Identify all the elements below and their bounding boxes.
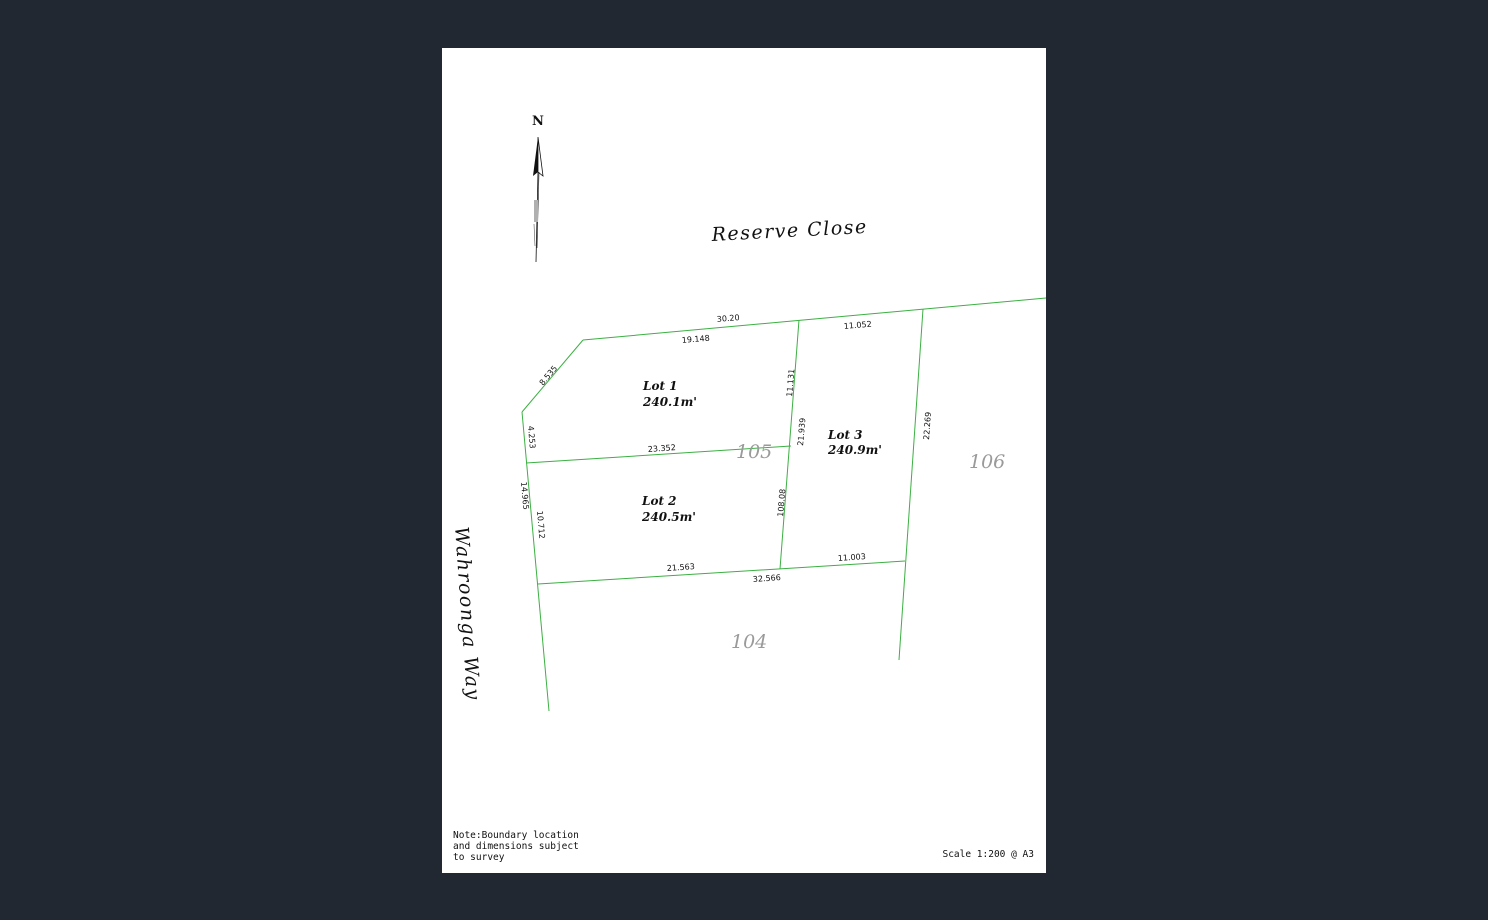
dim-top-total: 30.20 (716, 313, 740, 324)
dim-left-lot1: 4.253 (526, 425, 537, 449)
lot3-area: 240.9m' (827, 443, 882, 457)
boundary-lot1-lot3 (779, 319, 800, 570)
site-plan-sheet[interactable]: N Reserve Close Wahroonga Way (442, 48, 1046, 873)
dim-lot3-east: 22.269 (922, 412, 933, 441)
lot2-area: 240.5m' (641, 510, 696, 524)
dim-bottom-lot3: 11.003 (838, 552, 867, 563)
north-arrow-tail (534, 200, 538, 222)
lot-number-104: 104 (731, 631, 767, 653)
lot-number-106: 106 (969, 451, 1005, 473)
dim-lot3-west: 21.939 (796, 417, 807, 446)
north-arrow-head-outline (537, 136, 544, 177)
boundary-south (537, 560, 906, 585)
boundary-corner-truncation (521, 339, 584, 413)
survey-note-line: Note:Boundary location (453, 830, 579, 841)
lot1-area: 240.1m' (642, 395, 697, 409)
dim-top-lot3: 11.052 (843, 320, 872, 331)
lot1-name: Lot 1 (642, 379, 678, 393)
street-reserve-close: Reserve Close (710, 216, 868, 246)
site-plan-drawing: N Reserve Close Wahroonga Way (450, 114, 1046, 712)
dim-lot1-lot2-divider: 23.352 (648, 443, 677, 454)
boundary-lines (521, 297, 1046, 712)
north-arrow-icon: N (532, 114, 544, 263)
dim-left-lot2: 10.712 (535, 510, 546, 539)
survey-note-line: and dimensions subject (453, 841, 579, 852)
dimension-labels: 30.20 19.148 11.052 8.535 4.253 14.965 1… (519, 313, 933, 584)
scale-label: Scale 1:200 @ A3 (942, 849, 1034, 860)
lot2-name: Lot 2 (641, 494, 677, 508)
dim-lot1-east: 11.131 (785, 368, 796, 397)
lot-labels[interactable]: Lot 1 240.1m' Lot 2 240.5m' Lot 3 240.9m… (641, 379, 882, 524)
north-label: N (532, 114, 544, 129)
north-arrow-tail-line (533, 223, 536, 247)
boundary-top (582, 297, 1046, 341)
boundary-lot3-east (898, 308, 924, 661)
lot-number-105: 105 (736, 441, 772, 463)
lot3-name: Lot 3 (827, 428, 863, 442)
dim-left-total: 14.965 (519, 481, 530, 510)
street-wahroonga-way: Wahroonga Way (450, 526, 484, 702)
survey-note: Note:Boundary location and dimensions su… (453, 830, 603, 863)
dim-bottom-lot2: 21.563 (667, 562, 696, 573)
divider-lot1-lot2 (525, 445, 792, 464)
dim-lot2-east: 108.08 (776, 488, 787, 517)
neighbour-lot-numbers: 105 106 104 (731, 441, 1005, 653)
dim-corner-truncation: 8.535 (538, 364, 560, 387)
north-arrow-head (533, 137, 538, 176)
dim-bottom-total: 32.566 (753, 573, 782, 584)
dim-top-lot1: 19.148 (681, 334, 710, 345)
boundary-west (521, 411, 550, 712)
survey-note-line: to survey (453, 852, 505, 863)
